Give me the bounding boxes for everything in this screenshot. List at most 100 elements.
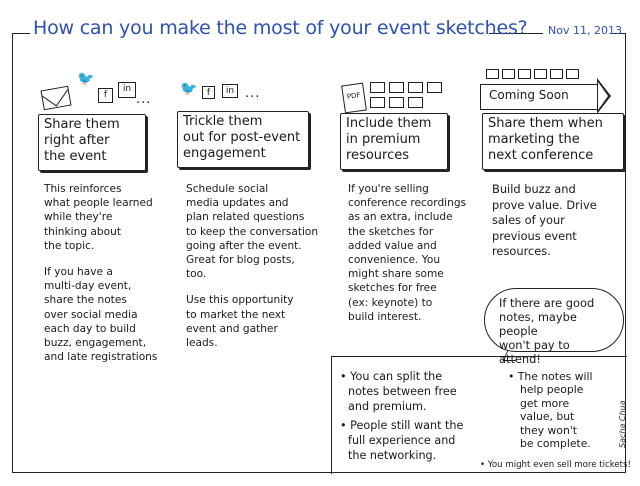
thumbnail-icon	[389, 82, 404, 93]
text-line: resources.	[492, 244, 551, 258]
thumbnail-icon	[370, 97, 385, 108]
note-line: help people	[520, 383, 584, 397]
heading-include-premium: Include them in premium resources	[340, 113, 448, 170]
heading-line: Share them	[44, 117, 120, 132]
page-title: How can you make the most of your event …	[33, 17, 528, 39]
text-line: the topic.	[44, 239, 95, 252]
note-split: • You can split the notes between free a…	[340, 369, 500, 414]
note-line: they won't	[520, 423, 578, 437]
thumbnail-icon	[550, 69, 563, 79]
linkedin-icon: in	[118, 82, 136, 98]
linkedin-icon: in	[222, 84, 238, 98]
heading-line: Trickle them	[183, 114, 263, 129]
note-line: the networking.	[348, 449, 437, 462]
frame-top-right	[612, 33, 626, 34]
coming-soon-banner: Coming Soon	[480, 84, 600, 110]
text-line: what people learned	[44, 197, 153, 210]
heading-line: in premium	[346, 132, 421, 147]
text-line: might share some	[348, 268, 444, 281]
thumbnail-icon	[534, 69, 547, 79]
more-dots-icon: ...	[136, 92, 152, 107]
text-line: over social media	[44, 308, 138, 321]
text-line: Build buzz and	[492, 182, 576, 196]
text-line: This reinforces	[44, 183, 122, 195]
column-4-text: Build buzz and prove value. Drive sales …	[492, 182, 622, 260]
text-line: media updates and	[186, 197, 289, 210]
note-networking: • People still want the full experience …	[340, 418, 500, 463]
paragraph: Build buzz and prove value. Drive sales …	[492, 182, 622, 260]
frame-top-mid	[489, 33, 543, 34]
thumbnail-icon	[502, 69, 515, 79]
text-line: added value and	[348, 239, 437, 252]
thumbnail-icon	[408, 97, 423, 108]
note-line: • You can split the	[340, 370, 443, 383]
facebook-icon: f	[98, 88, 113, 103]
note-line: be complete.	[520, 437, 591, 451]
note-value: • The notes will help people get more va…	[508, 370, 618, 450]
thumbnail-icon	[518, 69, 531, 79]
text-line: each day to build	[44, 322, 136, 335]
heading-line: marketing the	[488, 132, 580, 147]
text-line: leads.	[186, 337, 218, 350]
text-line: the sketches for	[348, 225, 434, 238]
heading-line: out for post-event	[183, 130, 301, 145]
text-line: Schedule social	[186, 183, 269, 195]
note-line: • The notes will	[508, 370, 593, 383]
text-line: If you have a	[44, 266, 113, 279]
text-line: multi-day event,	[44, 280, 132, 293]
facebook-icon: f	[202, 86, 215, 99]
note-line: and premium.	[348, 400, 427, 413]
bird-icon: 🐦	[77, 71, 95, 87]
paragraph: If you're selling conference recordings …	[348, 182, 478, 324]
note-line: notes between free	[348, 385, 457, 398]
page-date: Nov 11, 2013	[548, 24, 622, 37]
bird-icon: 🐦	[180, 81, 198, 97]
text-line: thinking about	[44, 225, 121, 238]
paragraph: Schedule social media updates and plan r…	[186, 182, 331, 281]
thumbnail-icon	[370, 82, 385, 93]
text-line: event and gather	[186, 322, 278, 335]
notes-area	[331, 356, 627, 474]
thumbnail-icon	[389, 97, 404, 108]
heading-line: Share them when	[488, 116, 603, 131]
heading-share-marketing: Share them when marketing the next confe…	[482, 113, 624, 170]
bubble-line: notes, maybe people	[499, 310, 577, 338]
text-line: to market the next	[186, 308, 286, 321]
text-line: convenience. You	[348, 254, 441, 267]
page-frame	[12, 33, 626, 473]
text-line: buzz, engagement,	[44, 337, 147, 350]
text-line: Use this opportunity	[186, 294, 294, 307]
text-line: conference recordings	[348, 197, 467, 210]
heading-share-right-after: Share them right after the event	[38, 114, 146, 171]
thumbnail-icon	[566, 69, 579, 79]
column-2-text: Schedule social media updates and plan r…	[186, 182, 331, 350]
heading-line: next conference	[488, 148, 594, 163]
more-dots-icon: ...	[245, 86, 261, 101]
text-line: too.	[186, 268, 207, 281]
column-1-text: This reinforces what people learned whil…	[44, 182, 164, 364]
text-line: build interest.	[348, 310, 422, 323]
heading-line: Include them	[346, 116, 432, 131]
signature: Sacha Chua	[618, 400, 627, 448]
thumbnail-icon	[427, 82, 442, 93]
text-line: Great for blog posts,	[186, 254, 295, 267]
text-line: plan related questions	[186, 211, 305, 224]
heading-trickle-them-out: Trickle them out for post-event engageme…	[177, 111, 309, 168]
frame-top-left	[12, 33, 30, 34]
text-line: and late registrations	[44, 351, 158, 364]
thumbnail-icon	[486, 69, 499, 79]
text-line: previous event	[492, 228, 577, 243]
note-line: value, but	[520, 410, 575, 424]
pdf-icon: PDF	[341, 82, 367, 114]
text-line: to keep the conversation	[186, 225, 319, 238]
speech-bubble: If there are good notes, maybe people wo…	[484, 288, 624, 366]
heading-line: engagement	[183, 146, 266, 161]
text-line: while they're	[44, 211, 113, 224]
paragraph: Use this opportunity to market the next …	[186, 293, 331, 350]
heading-line: resources	[346, 148, 410, 163]
column-3-text: If you're selling conference recordings …	[348, 182, 478, 324]
note-line: get more	[520, 396, 570, 410]
heading-line: right after	[44, 133, 110, 148]
text-line: If you're selling	[348, 183, 429, 195]
